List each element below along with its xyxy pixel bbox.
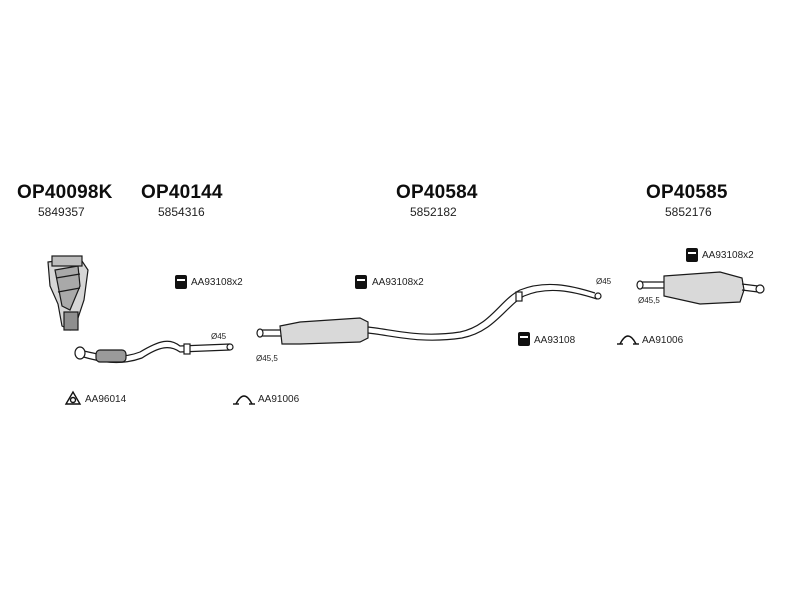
accessory-label: AA93108x2 [702, 250, 754, 261]
rubber-mount-icon [518, 332, 530, 346]
oe-number: 5852176 [665, 205, 712, 219]
oe-number: 5849357 [38, 205, 85, 219]
rubber-mount-icon [175, 275, 187, 289]
accessory-label: AA96014 [85, 394, 127, 405]
oe-number: 5852182 [410, 205, 457, 219]
oe-number: 5854316 [158, 205, 205, 219]
rear-silencer-drawing [636, 271, 765, 305]
accessory-label: AA91006 [258, 394, 300, 405]
part-code: OP40584 [396, 182, 478, 203]
part-code: OP40098K [17, 182, 113, 203]
gasket-ring-icon [64, 390, 82, 405]
diameter-label: Ø45,5 [638, 296, 660, 305]
accessory-label: AA91006 [642, 335, 684, 346]
accessory-label: AA93108x2 [372, 277, 424, 288]
part-code: OP40144 [141, 182, 223, 203]
part-code: OP40585 [646, 182, 728, 203]
catalytic-converter-drawing [47, 255, 89, 331]
middle-silencer-drawing [256, 283, 602, 345]
front-pipe-drawing [74, 340, 234, 364]
accessory-label: AA93108 [534, 335, 576, 346]
diameter-label: Ø45 [596, 277, 612, 286]
pipe-clamp-icon [233, 395, 255, 405]
rubber-mount-icon [355, 275, 367, 289]
diameter-label: Ø45 [211, 332, 227, 341]
accessory-label: AA93108x2 [191, 277, 243, 288]
pipe-clamp-icon [617, 335, 639, 345]
rubber-mount-icon [686, 248, 698, 262]
diameter-label: Ø45,5 [256, 354, 278, 363]
